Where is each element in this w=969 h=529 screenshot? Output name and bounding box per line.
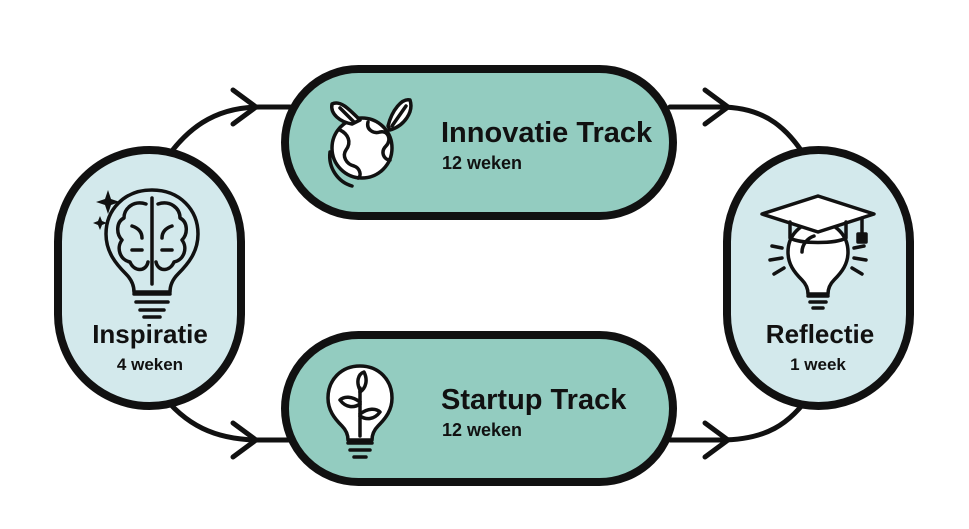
- node-innovatie-title: Innovatie Track: [441, 117, 653, 149]
- node-reflectie: Reflectie 1 week: [723, 146, 914, 410]
- node-startup: Startup Track 12 weken: [281, 331, 677, 486]
- node-innovatie: Innovatie Track 12 weken: [281, 65, 677, 220]
- node-inspiratie-title: Inspiratie: [92, 319, 208, 349]
- node-reflectie-duration: 1 week: [790, 355, 846, 374]
- arrowhead-innovatie-reflectie: [702, 87, 731, 127]
- node-startup-duration: 12 weken: [442, 420, 522, 440]
- arrowhead-inspiratie-startup: [230, 420, 259, 460]
- brain-lightbulb-icon: [104, 188, 200, 319]
- node-reflectie-title: Reflectie: [766, 319, 874, 349]
- graduation-lightbulb-icon: [760, 194, 876, 310]
- globe-leaves-icon: [328, 98, 413, 188]
- plant-lightbulb-icon: [326, 364, 394, 459]
- arrowhead-inspiratie-innovatie: [230, 87, 259, 127]
- node-innovatie-duration: 12 weken: [442, 153, 522, 173]
- sparkle-icon: [93, 190, 120, 230]
- arrowhead-startup-reflectie: [702, 420, 731, 460]
- node-innovatie-shape: [281, 65, 677, 220]
- node-inspiratie: Inspiratie 4 weken: [54, 146, 245, 410]
- node-startup-shape: [281, 331, 677, 486]
- node-startup-title: Startup Track: [441, 384, 627, 416]
- node-inspiratie-duration: 4 weken: [117, 355, 183, 374]
